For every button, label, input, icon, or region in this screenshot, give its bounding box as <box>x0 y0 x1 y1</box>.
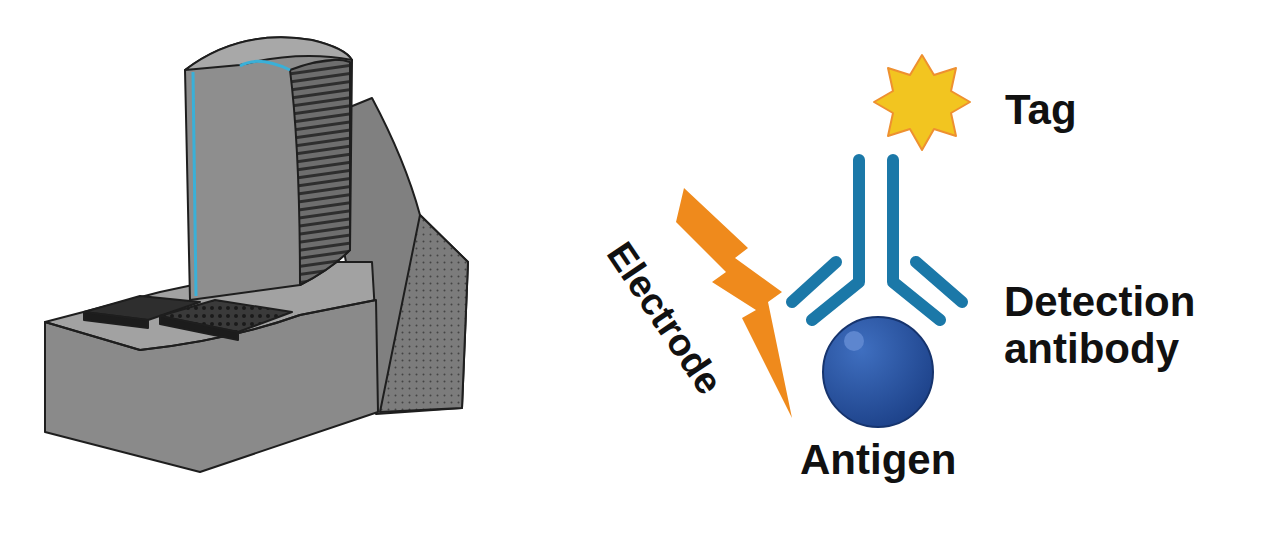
tag-star <box>874 55 970 150</box>
part-label: Tag <box>1005 86 1205 133</box>
part-label: Antigen <box>800 436 1020 483</box>
detection-antibody <box>792 160 962 320</box>
antigen-sphere <box>823 317 933 427</box>
part-label: Electrode <box>599 234 731 401</box>
instrument-illustration <box>45 37 468 472</box>
part-label: Detection antibody <box>1004 278 1254 372</box>
